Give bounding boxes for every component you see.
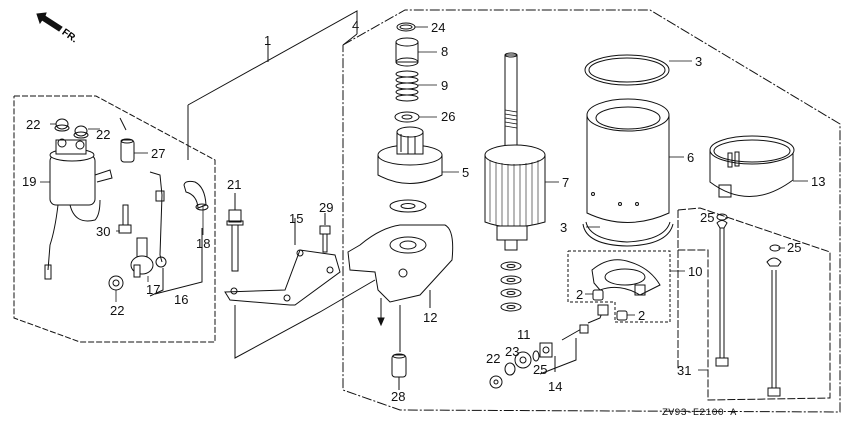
front-direction-arrow-icon	[36, 12, 63, 32]
callout-25-b: 25	[787, 240, 802, 255]
callout-22-b: 22	[96, 127, 111, 142]
callout-leader-lines	[40, 26, 808, 371]
flange-bolt-icon	[226, 193, 244, 272]
callout-29: 29	[319, 200, 334, 215]
solenoid-part-icon	[44, 138, 113, 280]
callout-22-d: 22	[486, 351, 501, 366]
callout-30: 30	[96, 224, 111, 239]
diagram-code: ZV93-E2100 A	[662, 408, 737, 419]
insulator-icon	[514, 351, 532, 369]
callout-27: 27	[151, 146, 166, 161]
callout-19: 19	[22, 174, 37, 189]
callout-9: 9	[441, 78, 449, 93]
callout-3-bottom: 3	[560, 220, 568, 235]
stop-collar-icon	[395, 37, 419, 67]
callout-11: 11	[517, 327, 531, 342]
through-bolt-group-border	[677, 207, 831, 401]
callout-2-a: 2	[576, 287, 584, 302]
callout-7: 7	[562, 175, 570, 190]
terminal-bolt-icon	[539, 304, 609, 375]
cap-18-icon	[183, 180, 209, 211]
brush-holder-group-border	[567, 250, 671, 323]
spring-icon	[395, 70, 419, 102]
bolt-icon	[118, 204, 132, 234]
rear-cover-icon	[709, 135, 795, 198]
yoke-icon	[586, 98, 670, 223]
o-ring-bottom-icon	[582, 221, 674, 247]
washer-stack-icon	[500, 261, 522, 312]
callout-25-c: 25	[533, 362, 548, 377]
solenoid-group-border	[13, 95, 216, 343]
starter-group-border	[342, 9, 841, 413]
nut-lower-icon	[108, 275, 124, 291]
cap-17-icon	[130, 237, 154, 278]
callout-8: 8	[441, 44, 449, 59]
through-bolt-icon	[715, 213, 782, 397]
nut-icon	[54, 118, 89, 139]
callout-12: 12	[423, 310, 438, 325]
callout-28: 28	[391, 389, 406, 404]
front-cover-icon	[347, 224, 454, 352]
bolt-29-icon	[319, 213, 331, 253]
callout-17: 17	[146, 282, 161, 297]
callout-13: 13	[811, 174, 826, 189]
stay-plate-icon	[224, 218, 376, 359]
callout-31: 31	[677, 363, 692, 378]
callout-1: 1	[264, 33, 272, 48]
callout-22-c: 22	[110, 303, 125, 318]
brush-holder-icon	[591, 259, 661, 296]
washer-23-icon	[504, 362, 516, 376]
callout-24: 24	[431, 20, 446, 35]
callout-3-top: 3	[695, 54, 703, 69]
callout-26: 26	[441, 109, 456, 124]
callout-5: 5	[462, 165, 470, 180]
terminal-cap-icon	[119, 117, 135, 163]
callout-18: 18	[196, 236, 211, 251]
callout-25-a: 25	[700, 210, 715, 225]
callout-4: 4	[352, 18, 360, 33]
callout-22-a: 22	[26, 117, 41, 132]
armature-icon	[484, 52, 546, 251]
callout-14: 14	[548, 379, 563, 394]
brush-icon	[592, 289, 628, 321]
callout-15: 15	[289, 211, 304, 226]
callout-6: 6	[687, 150, 695, 165]
pinion-gear-icon	[377, 126, 443, 184]
snap-ring-icon	[396, 22, 416, 32]
washer-25c-icon	[532, 350, 540, 362]
o-ring-top-icon	[584, 54, 670, 86]
nut-22-icon	[489, 375, 503, 389]
dowel-pin-icon	[391, 353, 407, 390]
callout-23: 23	[505, 344, 520, 359]
cable-icon	[149, 171, 203, 297]
callout-2-b: 2	[638, 308, 646, 323]
callout-21: 21	[227, 177, 242, 192]
washer-front-icon	[389, 199, 427, 213]
washer-26-icon	[394, 111, 420, 123]
assembly-leader-lines	[187, 10, 358, 160]
callout-16: 16	[174, 292, 189, 307]
callout-10: 10	[688, 264, 703, 279]
